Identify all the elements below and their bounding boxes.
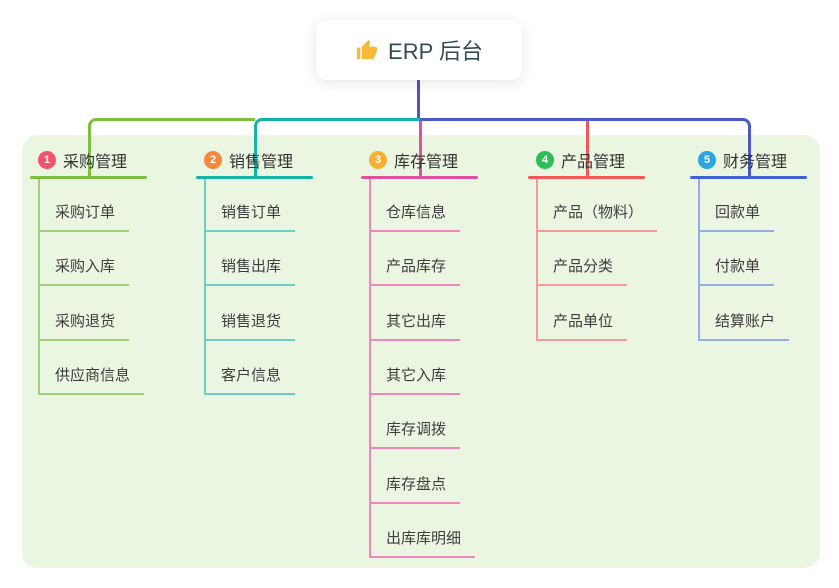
branch-trunk-line [536, 179, 538, 341]
branch-connector-line [420, 118, 751, 177]
branch-underline [690, 176, 807, 179]
branch-label: 采购管理 [63, 154, 128, 171]
branch-underline [196, 176, 313, 179]
branch-label: 财务管理 [723, 154, 788, 171]
branch-underline [30, 176, 147, 179]
child-node[interactable]: 库存盘点 [369, 475, 461, 504]
child-node[interactable]: 销售出库 [204, 257, 296, 286]
child-node[interactable]: 销售订单 [204, 203, 296, 232]
branch-connector-line [254, 118, 420, 177]
branches-panel [22, 135, 820, 568]
child-node[interactable]: 采购入库 [38, 257, 130, 286]
thumbs-up-icon [356, 39, 378, 59]
branch-connector-line [88, 118, 255, 177]
branch-number-badge: 2 [204, 151, 222, 169]
branch-number-badge: 1 [38, 151, 56, 169]
root-connector-line [417, 80, 420, 121]
child-node[interactable]: 采购订单 [38, 203, 130, 232]
branch-trunk-line [204, 179, 206, 395]
branch-node-5[interactable]: 5 财务管理 [698, 149, 787, 171]
branch-node-4[interactable]: 4 产品管理 [536, 149, 625, 171]
child-node[interactable]: 产品分类 [536, 257, 628, 286]
branch-node-1[interactable]: 1 采购管理 [38, 149, 127, 171]
branch-number-badge: 3 [369, 151, 387, 169]
branch-connector-line [586, 121, 589, 177]
branch-node-3[interactable]: 3 库存管理 [369, 149, 458, 171]
branch-underline [361, 176, 478, 179]
branch-trunk-line [38, 179, 40, 395]
child-node[interactable]: 供应商信息 [38, 366, 145, 395]
child-node[interactable]: 采购退货 [38, 312, 130, 341]
child-node[interactable]: 产品库存 [369, 257, 461, 286]
branch-underline [528, 176, 645, 179]
child-node[interactable]: 其它出库 [369, 312, 461, 341]
child-node[interactable]: 库存调拨 [369, 420, 461, 449]
branch-connector-line [419, 121, 422, 177]
child-node[interactable]: 产品（物料） [536, 203, 658, 232]
branch-label: 销售管理 [229, 154, 294, 171]
root-label: ERP 后台 [388, 39, 483, 64]
branch-number-badge: 5 [698, 151, 716, 169]
root-node[interactable]: ERP 后台 [316, 20, 522, 80]
child-node[interactable]: 仓库信息 [369, 203, 461, 232]
child-node[interactable]: 产品单位 [536, 312, 628, 341]
branch-trunk-line [369, 179, 371, 558]
child-node[interactable]: 客户信息 [204, 366, 296, 395]
child-node[interactable]: 出库库明细 [369, 529, 476, 558]
child-node[interactable]: 付款单 [698, 257, 775, 286]
child-node[interactable]: 结算账户 [698, 312, 790, 341]
child-node[interactable]: 销售退货 [204, 312, 296, 341]
branch-trunk-line [698, 179, 700, 341]
branch-label: 库存管理 [394, 154, 459, 171]
branch-number-badge: 4 [536, 151, 554, 169]
branch-node-2[interactable]: 2 销售管理 [204, 149, 293, 171]
branch-label: 产品管理 [561, 154, 626, 171]
child-node[interactable]: 回款单 [698, 203, 775, 232]
child-node[interactable]: 其它入库 [369, 366, 461, 395]
